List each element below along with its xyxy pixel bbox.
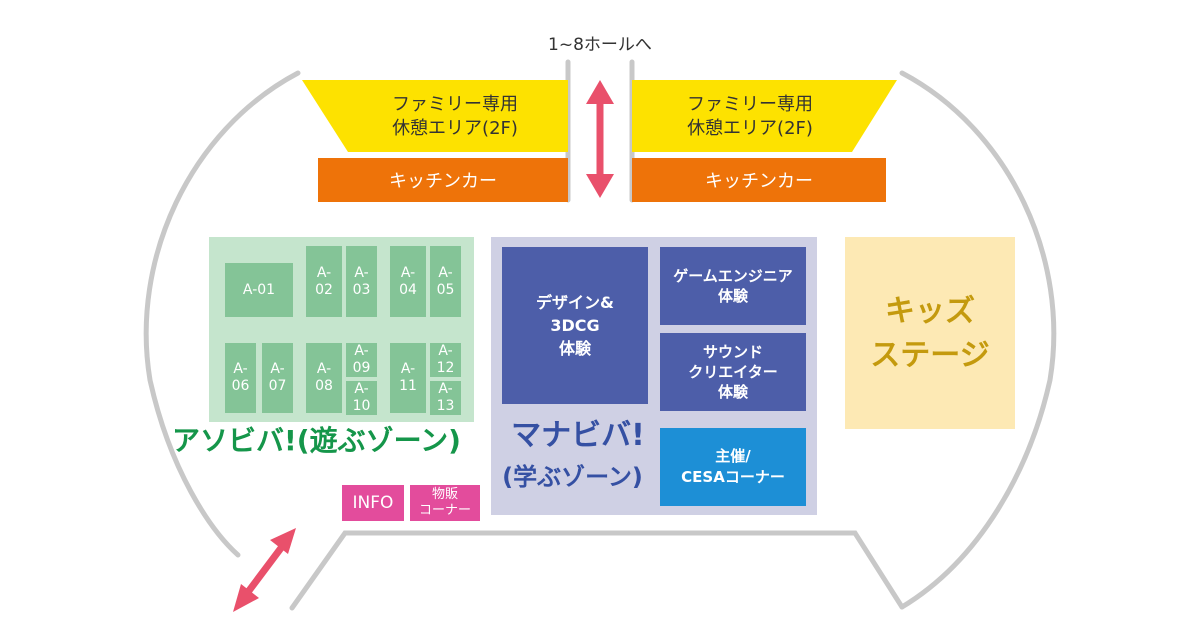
booth-a06: A- 06 [225, 343, 256, 413]
booth-a03: A- 03 [346, 246, 377, 317]
top-destination-label: 1~8ホールへ [548, 34, 652, 55]
booth-a05: A- 05 [430, 246, 461, 317]
booth-a02: A- 02 [306, 246, 342, 317]
booth-a13: A- 13 [430, 381, 461, 415]
play-zone-title: アソビバ!(遊ぶゾーン) [172, 424, 461, 457]
learn-zone-subtitle: (学ぶゾーン) [502, 462, 643, 491]
merch-corner: 物販 コーナー [410, 485, 480, 521]
kids-stage-label: キッズ ステージ [870, 294, 990, 373]
info-booth: INFO [342, 485, 404, 521]
booth-organizer-cesa: 主催/ CESAコーナー [660, 428, 806, 506]
booth-a12: A- 12 [430, 343, 461, 377]
booth-game-engineer: ゲームエンジニア 体験 [660, 247, 806, 325]
kids-stage-area [845, 237, 1015, 429]
rest-area-label-left: ファミリー専用 休憩エリア(2F) [392, 94, 518, 139]
outline-left-wall [143, 70, 301, 558]
rest-area-left-shape [302, 80, 568, 152]
booth-a08: A- 08 [306, 343, 342, 413]
double-arrow-diagonal-icon [233, 528, 296, 612]
kitchen-car-left: キッチンカー [318, 158, 568, 202]
double-arrow-vertical-icon [586, 80, 614, 198]
booth-a04: A- 04 [390, 246, 426, 317]
outline-right-wall [899, 70, 1057, 610]
outline-bottom-wall [289, 530, 905, 611]
rest-area-label-right: ファミリー専用 休憩エリア(2F) [687, 94, 813, 139]
booth-a01: A-01 [225, 263, 293, 317]
kitchen-car-right: キッチンカー [632, 158, 886, 202]
booth-a11: A- 11 [390, 343, 426, 413]
booth-a07: A- 07 [262, 343, 293, 413]
booth-sound-creator: サウンド クリエイター 体験 [660, 333, 806, 411]
booth-a09: A- 09 [346, 343, 377, 377]
rest-area-right-shape [632, 80, 897, 152]
booth-design-3dcg: デザイン& 3DCG 体験 [502, 247, 648, 404]
learn-zone-title: マナビバ! [511, 418, 645, 453]
booth-a10: A- 10 [346, 381, 377, 415]
